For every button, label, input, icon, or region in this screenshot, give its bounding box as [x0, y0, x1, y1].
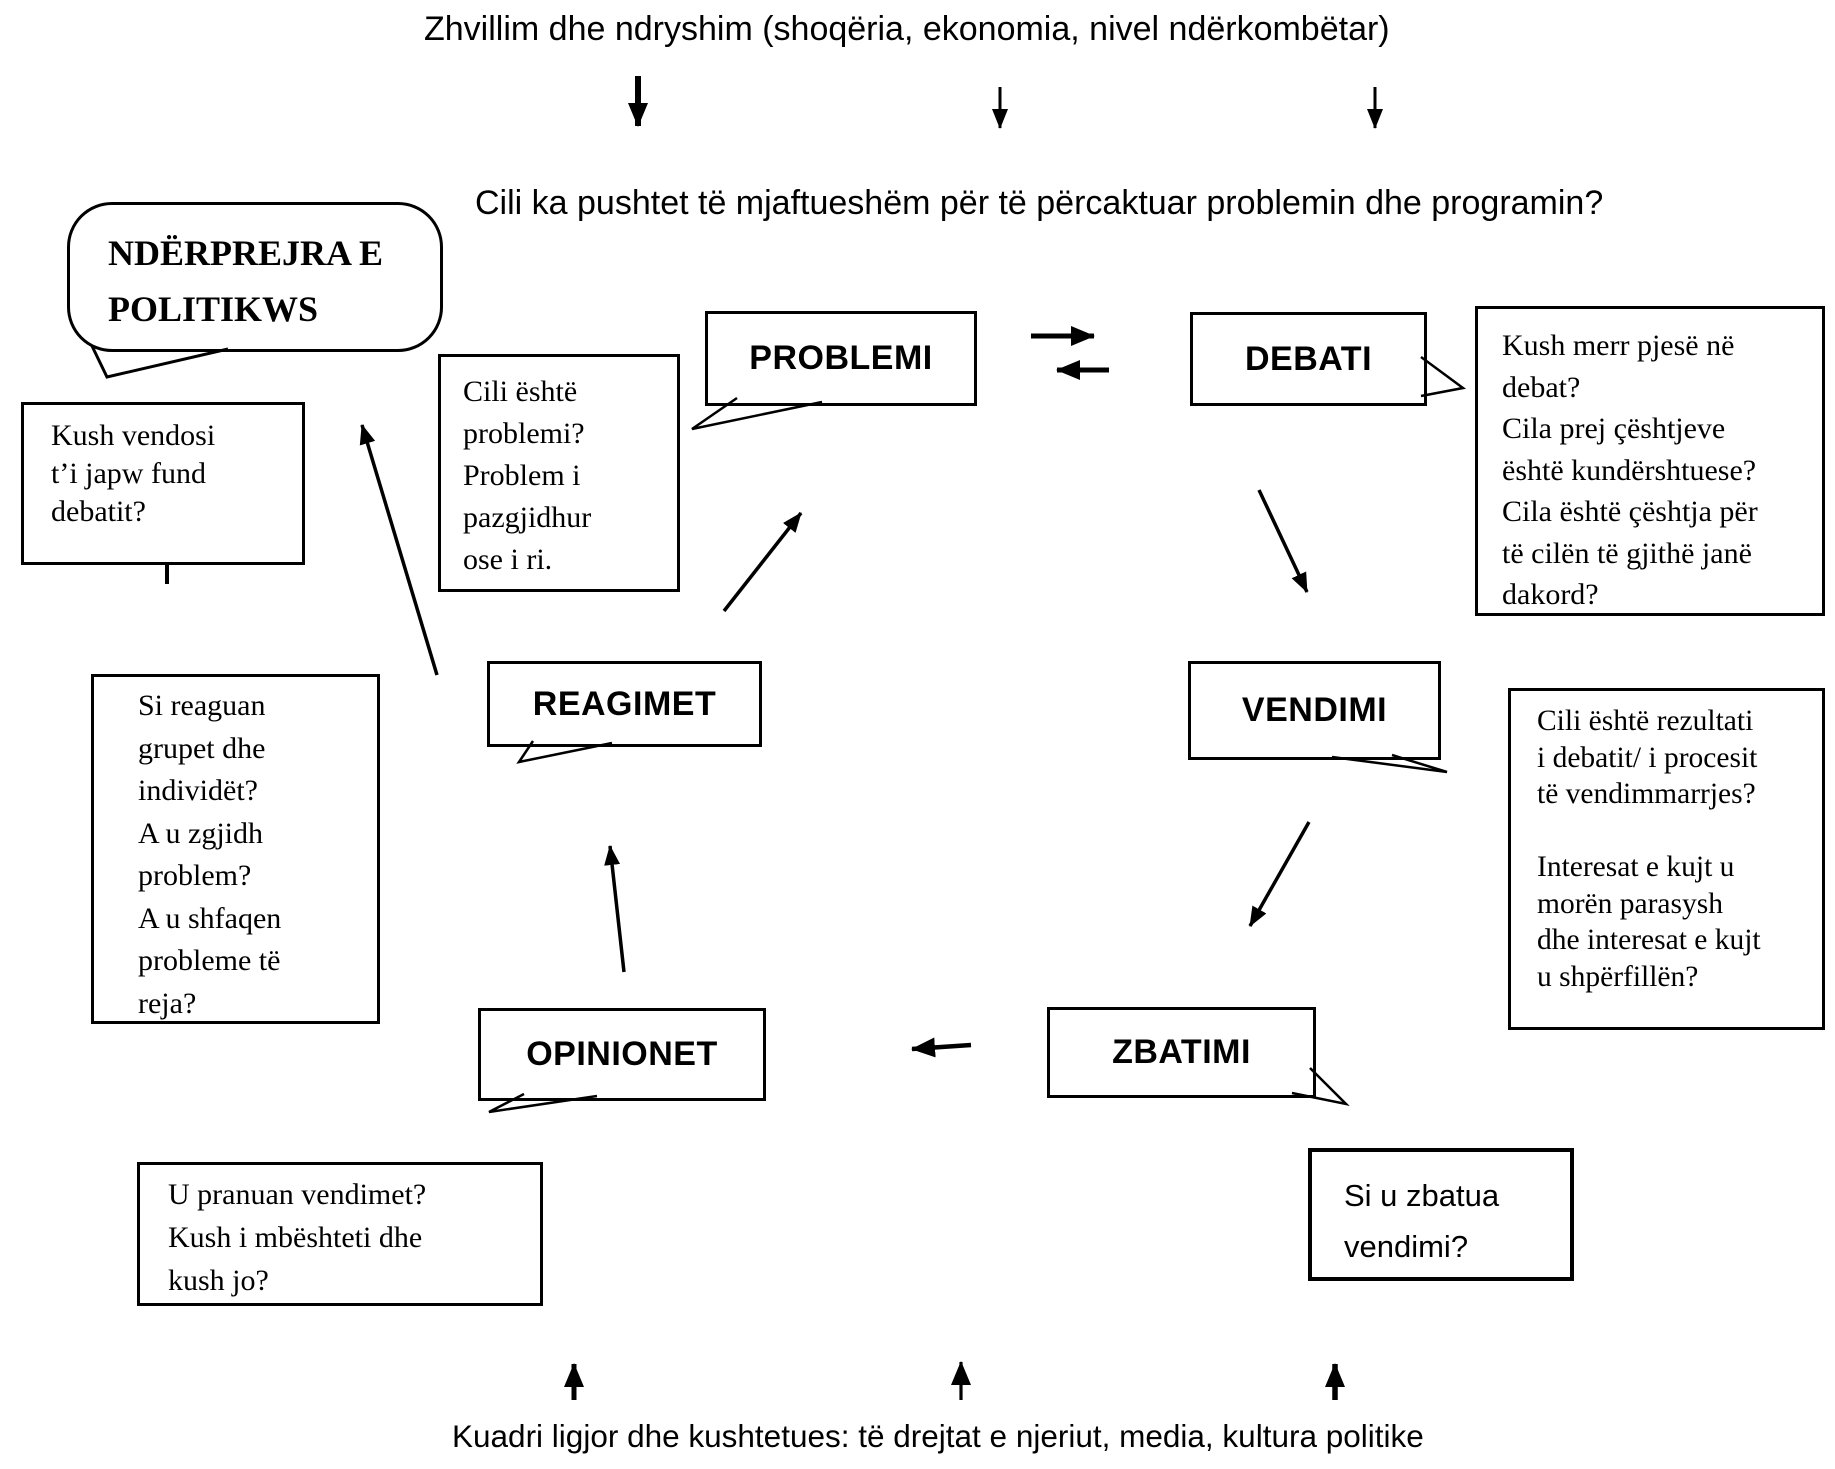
arrow-debati-to-vendimi [1257, 489, 1309, 593]
title-bubble: NDËRPREJRA E POLITIKWS [67, 202, 443, 352]
node-vendimi: VENDIMI [1188, 661, 1441, 760]
arrow-reagimet-to-bubble [359, 424, 439, 676]
node-vendimi-label: VENDIMI [1241, 691, 1388, 729]
note-kush-vendosi: Kush vendosi t’i japw fund debatit? [21, 402, 305, 565]
node-zbatimi: ZBATIMI [1047, 1007, 1316, 1098]
note-kush-merr: Kush merr pjesë në debat? Cila prej çësh… [1475, 306, 1825, 616]
arrow-vendimi-to-zbatimi [1248, 821, 1311, 927]
note-u-pranuan: U pranuan vendimet? Kush i mbështeti dhe… [137, 1162, 543, 1306]
node-reagimet: REAGIMET [487, 661, 762, 747]
arrow-opinionet-to-reagimet [604, 845, 626, 973]
node-zbatimi-label: ZBATIMI [1112, 1033, 1251, 1071]
node-debati-label: DEBATI [1244, 339, 1373, 378]
arrow-reagimet-to-problemi [722, 511, 803, 613]
note-rezultati: Cili është rezultati i debatit/ i proces… [1508, 688, 1825, 1030]
note-cili-problemi: Cili është problemi? Problem i pazgjidhu… [438, 354, 680, 592]
note-si-reaguan: Si reaguan grupet dhe individët? A u zgj… [91, 674, 380, 1024]
note-si-zbatua: Si u zbatua vendimi? [1308, 1148, 1574, 1281]
bottom-caption: Kuadri ligjor dhe kushtetues: të drejtat… [452, 1418, 1424, 1454]
node-debati: DEBATI [1190, 312, 1427, 406]
title-bubble-text: NDËRPREJRA E POLITIKWS [108, 233, 384, 329]
node-reagimet-label: REAGIMET [532, 684, 717, 723]
node-opinionet: OPINIONET [478, 1008, 766, 1101]
node-problemi-label: PROBLEMI [749, 339, 933, 377]
power-question: Cili ka pushtet të mjaftueshëm për të pë… [475, 184, 1604, 222]
arrow-zbatimi-to-opinionet [911, 1037, 972, 1058]
node-problemi: PROBLEMI [705, 311, 977, 406]
node-opinionet-label: OPINIONET [526, 1035, 718, 1073]
top-heading: Zhvillim dhe ndryshim (shoqëria, ekonomi… [424, 10, 1390, 48]
debati-tail [1420, 355, 1467, 398]
